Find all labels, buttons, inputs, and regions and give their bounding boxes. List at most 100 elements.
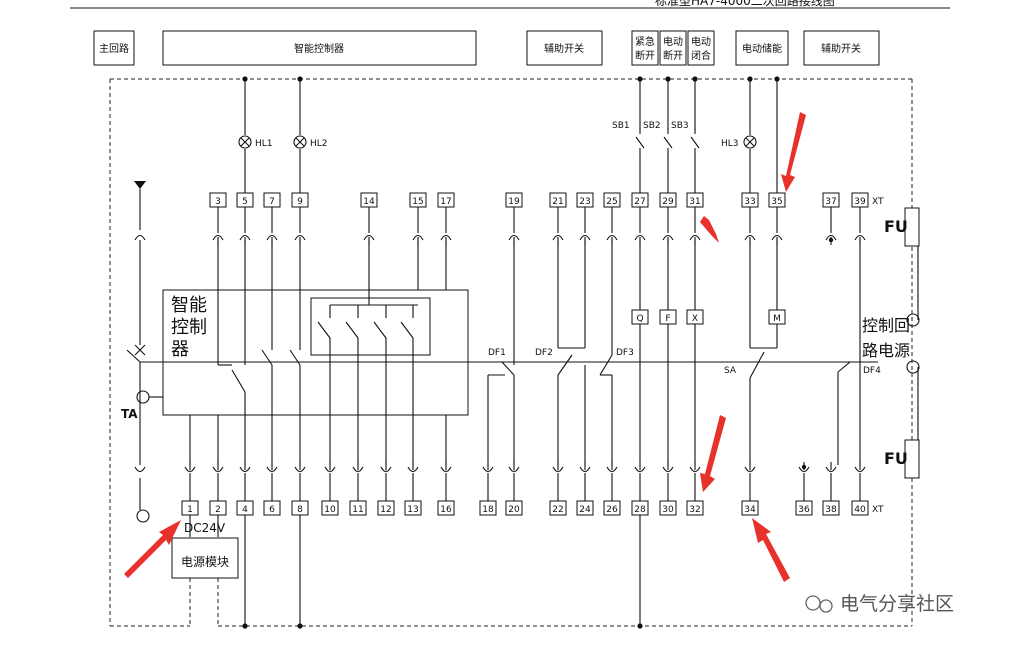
- fuse-label-top: FU: [884, 217, 908, 236]
- df-label-df2: DF2: [535, 348, 553, 358]
- source-triangle-icon: [134, 181, 146, 189]
- lamp-label-hl1: HL1: [255, 139, 273, 149]
- coil-label-q: Q: [636, 314, 643, 324]
- control-power-terminal-top: [906, 313, 920, 327]
- terminal-label: 36: [798, 505, 810, 515]
- label-electric-storage: 电动储能: [742, 42, 782, 55]
- terminal-18: 18: [479, 462, 497, 516]
- terminal-27: 27: [631, 192, 649, 245]
- terminal-label: 4: [242, 505, 248, 515]
- terminal-22: 22: [549, 462, 567, 516]
- label-aux-switch-1: 辅助开关: [544, 42, 584, 55]
- control-power-label-1: 控制回: [862, 316, 910, 335]
- terminal-5: 5: [236, 192, 254, 245]
- left-bottom-terminal: [136, 509, 150, 523]
- terminal-label: 39: [854, 197, 866, 207]
- button-label-sb2: SB2: [643, 121, 661, 131]
- lamp-label-hl2: HL2: [310, 139, 328, 149]
- terminal-32: 32: [686, 462, 704, 516]
- label-electric-open-1: 电动: [663, 35, 683, 48]
- lamp-hl2: [293, 135, 307, 149]
- terminal-31: 31: [686, 192, 704, 245]
- terminal-9: 9: [291, 192, 309, 245]
- terminal-11: 11: [349, 462, 367, 516]
- terminal-3: 3: [209, 192, 227, 245]
- arrow-icon-1: [124, 520, 181, 578]
- lamp-hl3: [743, 135, 757, 149]
- fuse-label-bottom: FU: [884, 449, 908, 468]
- terminal-8: 8: [291, 462, 309, 516]
- label-aux-switch-2: 辅助开关: [821, 42, 861, 55]
- label-smart-controller: 智能控制器: [294, 42, 344, 55]
- terminal-label: 9: [297, 197, 303, 207]
- terminal-label: 29: [662, 197, 674, 207]
- terminal-label: 18: [482, 505, 494, 515]
- terminal-label: 33: [744, 197, 755, 207]
- controller-inner-relay-box: [310, 297, 431, 356]
- terminal-label: 31: [689, 197, 700, 207]
- xt-label-top: XT: [872, 197, 884, 207]
- terminal-40: 40: [851, 462, 869, 516]
- terminal-label: 34: [744, 505, 756, 515]
- df-label-df3: DF3: [616, 348, 634, 358]
- terminal-label: 2: [215, 505, 221, 515]
- controller-box: [162, 289, 469, 416]
- fuse-top: [904, 207, 920, 247]
- lamp-label-hl3: HL3: [721, 139, 739, 149]
- control-power-label-2: 路电源: [862, 341, 910, 360]
- label-electric-open-2: 断开: [663, 49, 683, 62]
- terminal-label: 1: [187, 505, 193, 515]
- terminal-label: 30: [662, 505, 674, 515]
- terminal-label: 13: [407, 505, 418, 515]
- control-power-terminal-bottom: [906, 360, 920, 374]
- watermark-text: 电气分享社区: [840, 593, 954, 615]
- coil-label-f: F: [665, 314, 670, 324]
- terminal-label: 11: [352, 505, 363, 515]
- fuse-bottom: [904, 439, 920, 479]
- terminal-label: 37: [825, 197, 836, 207]
- label-main-circuit: 主回路: [99, 42, 129, 55]
- terminal-label: 12: [380, 505, 391, 515]
- watermark: 电气分享社区: [805, 593, 954, 615]
- power-module-label: 电源模块: [181, 555, 229, 569]
- coil-label-m: M: [773, 314, 781, 324]
- ta-label: TA: [121, 407, 138, 421]
- terminal-label: 32: [689, 505, 700, 515]
- terminal-10: 10: [321, 462, 339, 516]
- terminal-4: 4: [236, 462, 254, 516]
- controller-label-2: 控制: [171, 317, 207, 338]
- terminal-label: 27: [634, 197, 645, 207]
- annotation-arrows: [124, 112, 806, 582]
- terminal-25: 25: [603, 192, 621, 245]
- terminal-24: 24: [576, 462, 594, 516]
- label-electric-close-2: 闭合: [691, 49, 711, 62]
- terminal-label: 35: [771, 197, 782, 207]
- middle-wiring: [126, 234, 919, 510]
- terminal-label: 24: [579, 505, 591, 515]
- push-buttons: [630, 128, 700, 156]
- terminal-26: 26: [603, 462, 621, 516]
- dc-voltage-label: DC24V: [184, 521, 226, 535]
- terminal-15: 15: [409, 192, 427, 245]
- terminal-35: 35: [768, 192, 786, 245]
- arrow-icon-31: [700, 216, 719, 243]
- terminal-17: 17: [437, 192, 455, 245]
- terminal-label: 38: [825, 505, 837, 515]
- button-label-sb3: SB3: [671, 121, 689, 131]
- terminal-label: 20: [508, 505, 520, 515]
- terminal-label: 3: [215, 197, 221, 207]
- terminal-label: 10: [324, 505, 336, 515]
- terminal-label: 8: [297, 505, 303, 515]
- controller-label-3: 器: [171, 339, 189, 360]
- terminal-38: 38: [822, 462, 840, 516]
- terminal-14: 14: [360, 192, 378, 245]
- terminal-label: 19: [508, 197, 520, 207]
- terminal-label: 14: [363, 197, 375, 207]
- sa-label: SA: [724, 366, 737, 376]
- label-emergency-break-2: 断开: [635, 49, 655, 62]
- terminal-label: 5: [242, 197, 248, 207]
- terminal-12: 12: [377, 462, 395, 516]
- xt-label-bottom: XT: [872, 505, 884, 515]
